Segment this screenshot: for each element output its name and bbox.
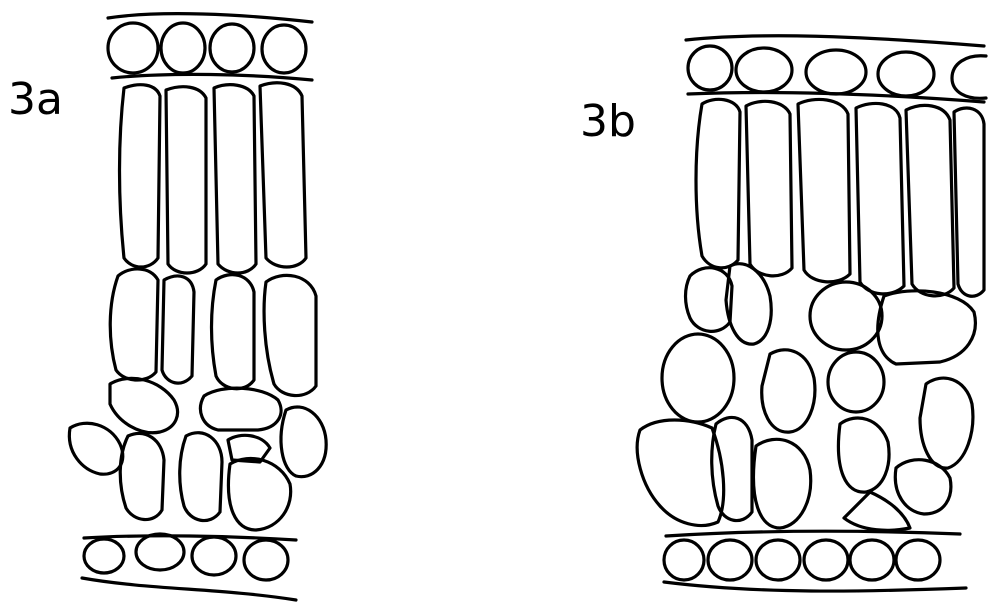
spongy-cell [712,417,752,520]
epidermal-cell [878,52,934,96]
lower-epidermis-3a [84,534,288,580]
epidermal-cell [84,539,124,573]
epidermal-cell [161,23,205,73]
palisade-cell [166,87,206,273]
spongy-cell [110,378,178,432]
label-3a: 3a [8,78,63,122]
epidermal-cell [136,534,184,570]
spongy-cell [920,378,973,468]
lower-epidermis-top-3b [666,531,960,536]
spongy-cell [762,350,815,432]
upper-epidermis-3b [688,46,986,98]
spongy-cell [200,388,281,430]
lower-epidermis-3b [664,540,940,580]
epidermal-cell [192,537,236,575]
epidermal-cell [756,540,800,580]
epidermal-cell [664,540,704,580]
epidermal-cell [262,25,306,73]
mesophyll-cell [212,275,255,389]
epidermal-cell [806,50,866,94]
upper-epidermis-base-3a [112,74,312,80]
epidermal-cell [108,23,158,73]
palisade-cell [260,83,306,267]
palisade-cell [746,101,792,276]
palisade-cell [954,108,984,296]
mesophyll-cell [110,269,158,380]
spongy-cell [878,291,976,364]
mesophyll-cell [162,276,194,383]
spongy-mesophyll-3b [637,264,975,531]
palisade-cell [906,105,954,295]
palisade-layer-3b [696,99,984,296]
epidermal-cell [244,540,288,580]
epidermal-cell [210,24,254,72]
spongy-cell [838,418,889,492]
spongy-cell [281,407,326,477]
spongy-cell [228,458,290,530]
label-3b: 3b [580,100,636,144]
spongy-cell [662,334,734,422]
epidermal-cell [688,46,732,90]
palisade-cell [696,99,740,268]
spongy-cell [120,433,164,519]
palisade-cell [856,103,904,293]
epidermal-cell [952,56,986,99]
section-3a [69,14,326,600]
upper-cuticle-3a [108,14,312,22]
mesophyll-upper-3a [110,269,316,396]
upper-cuticle-3b [686,36,984,46]
spongy-mesophyll-3a [69,378,326,530]
upper-epidermis-3a [108,23,306,73]
palisade-cell [214,85,256,273]
spongy-cell [895,460,951,514]
epidermal-cell [708,540,752,580]
spongy-cell [69,423,122,474]
palisade-cell [120,85,161,267]
mesophyll-cell [264,275,316,395]
epidermal-cell [736,48,792,92]
spongy-cell [810,282,882,350]
epidermal-cell [850,540,894,580]
palisade-cell [798,99,850,281]
epidermal-cell [896,540,940,580]
spongy-cell [753,439,810,528]
spongy-cell [180,433,222,521]
palisade-layer-3a [120,83,307,273]
spongy-cell [828,352,884,412]
section-3b [637,36,986,591]
epidermal-cell [804,540,848,580]
lower-cuticle-3b [664,582,966,591]
